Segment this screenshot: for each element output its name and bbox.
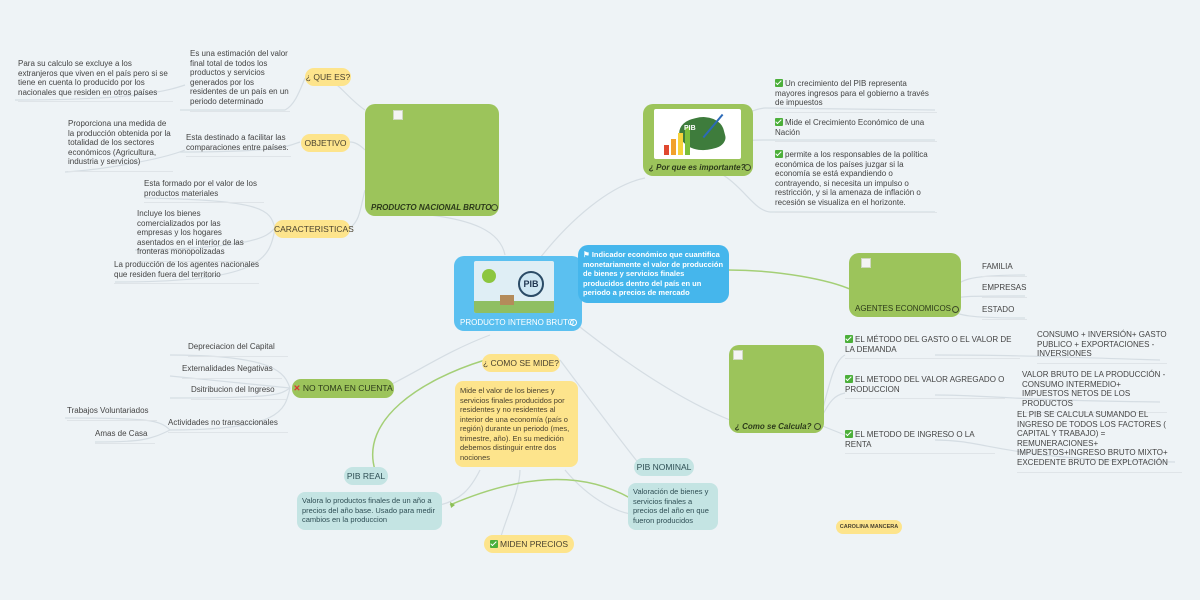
que-es-pill[interactable]: ¿ QUE ES? [305, 68, 351, 86]
image-placeholder-icon [733, 350, 743, 360]
agentes-node[interactable]: AGENTES ECONOMICOS [849, 253, 961, 317]
author-tag: CAROLINA MANCERA [836, 520, 902, 534]
check-icon [775, 150, 783, 158]
importante-node[interactable]: PIB ¿ Por que es importante? [643, 104, 753, 176]
note-icon[interactable] [570, 319, 577, 326]
importante-item-1: Un crecimiento del PIB representa mayore… [775, 79, 937, 113]
pib-real-text[interactable]: Valora lo productos finales de un año a … [297, 492, 442, 530]
importante-item-3: permite a los responsables de la polític… [775, 150, 937, 213]
importante-item-3-label: permite a los responsables de la polític… [775, 150, 928, 207]
definition-text: ⚑ Indicador económico que cuantifica mon… [583, 250, 724, 298]
no-toma-item-3: Dsitribucion del Ingreso [191, 385, 286, 400]
miden-precios-pill[interactable]: MIDEN PRECIOS [484, 535, 574, 553]
agentes-item-empresas: EMPRESAS [982, 283, 1027, 298]
note-icon[interactable] [744, 164, 751, 171]
importante-item-1-label: Un crecimiento del PIB representa mayore… [775, 79, 929, 108]
agentes-title: AGENTES ECONOMICOS [855, 304, 952, 313]
importante-title: ¿ Por que es importante? [649, 163, 746, 172]
cross-icon: ✕ [293, 383, 301, 393]
no-toma-item-2: Externalidades Negativas [182, 364, 282, 379]
check-icon [775, 118, 783, 126]
importante-item-2-label: Mide el Crecimiento Económico de una Nac… [775, 118, 925, 137]
flag-icon: ⚑ [583, 250, 590, 259]
calcula-method-1: EL MÉTODO DEL GASTO O EL VALOR DE LA DEM… [845, 335, 1020, 360]
image-placeholder-icon [393, 110, 403, 120]
calcula-title: ¿ Como se Calcula? [735, 422, 812, 431]
objetivo-pill[interactable]: OBJETIVO [301, 134, 350, 152]
definition-node[interactable]: ⚑ Indicador económico que cuantifica mon… [578, 245, 729, 303]
importante-item-2: Mide el Crecimiento Económico de una Nac… [775, 118, 937, 143]
mexico-pib-chart-image: PIB [654, 109, 741, 159]
caracteristicas-item-3: La producción de los agentes nacionales … [114, 260, 259, 285]
calcula-method-3: EL METODO DE INGRESO O LA RENTA [845, 430, 995, 455]
calcula-method-2: EL METODO DEL VALOR AGREGADO O PRODUCCIO… [845, 375, 1005, 400]
note-icon[interactable] [952, 306, 959, 313]
note-icon[interactable] [491, 204, 498, 211]
calcula-node[interactable]: ¿ Como se Calcula? [729, 345, 824, 433]
central-topic-title: PRODUCTO INTERNO BRUTO [460, 318, 574, 327]
que-es-subtext: Para su calculo se excluye a los extranj… [18, 59, 173, 103]
calcula-method-3-label: EL METODO DE INGRESO O LA RENTA [845, 430, 975, 449]
definition-label: Indicador económico que cuantifica monet… [583, 250, 724, 298]
caracteristicas-item-1: Esta formado por el valor de los product… [144, 179, 264, 204]
check-icon [845, 375, 853, 383]
no-toma-item-1: Depreciacion del Capital [188, 342, 288, 357]
calcula-method-2-label: EL METODO DEL VALOR AGREGADO O PRODUCCIO… [845, 375, 1005, 394]
pib-nominal-pill[interactable]: PIB NOMINAL [634, 458, 694, 476]
pnb-title: PRODUCTO NACIONAL BRUTO [371, 203, 492, 212]
que-es-text: Es una estimación del valor final total … [190, 49, 290, 112]
check-icon [775, 79, 783, 87]
central-topic[interactable]: PIB PRODUCTO INTERNO BRUTO [454, 256, 582, 331]
pib-nominal-text[interactable]: Valoración de bienes y servicios finales… [628, 483, 718, 530]
agentes-item-familia: FAMILIA [982, 262, 1027, 277]
objetivo-subtext: Proporciona una medida de la producción … [68, 119, 173, 172]
no-toma-pill[interactable]: ✕ NO TOMA EN CUENTA [292, 379, 394, 398]
como-se-mide-pill[interactable]: ¿ COMO SE MIDE? [482, 354, 560, 372]
image-placeholder-icon [861, 258, 871, 268]
check-icon [489, 540, 498, 548]
check-icon [845, 430, 853, 438]
como-se-mide-text[interactable]: Mide el valor de los bienes y servicios … [455, 381, 578, 467]
pib-illustration: PIB [474, 261, 554, 313]
calcula-method-1-label: EL MÉTODO DEL GASTO O EL VALOR DE LA DEM… [845, 335, 1012, 354]
no-toma-label: NO TOMA EN CUENTA [302, 383, 393, 393]
pnb-node[interactable]: PRODUCTO NACIONAL BRUTO [365, 104, 499, 216]
note-icon[interactable] [814, 423, 821, 430]
agentes-item-estado: ESTADO [982, 305, 1027, 320]
calcula-method-2-detail: VALOR BRUTO DE LA PRODUCCIÓN - CONSUMO I… [1022, 370, 1167, 414]
objetivo-text: Esta destinado a facilitar las comparaci… [186, 133, 291, 158]
no-toma-item-4: Actividades no transaccionales [168, 418, 288, 433]
importante-image-label: PIB [684, 125, 696, 132]
pib-globe-label: PIB [518, 271, 544, 297]
caracteristicas-pill[interactable]: CARACTERISTICAS [274, 220, 354, 238]
pib-real-pill[interactable]: PIB REAL [344, 467, 388, 485]
no-toma-subitem-2: Amas de Casa [95, 429, 155, 444]
calcula-method-3-detail: EL PIB SE CALCULA SUMANDO EL INGRESO DE … [1017, 410, 1182, 473]
check-icon [845, 335, 853, 343]
caracteristicas-item-2: Incluye los bienes comercializados por l… [137, 209, 257, 262]
calcula-method-1-detail: CONSUMO + INVERSIÓN+ GASTO PUBLICO + EXP… [1037, 330, 1167, 364]
no-toma-subitem-1: Trabajos Voluntariados [67, 406, 157, 421]
miden-precios-label: MIDEN PRECIOS [499, 539, 568, 549]
